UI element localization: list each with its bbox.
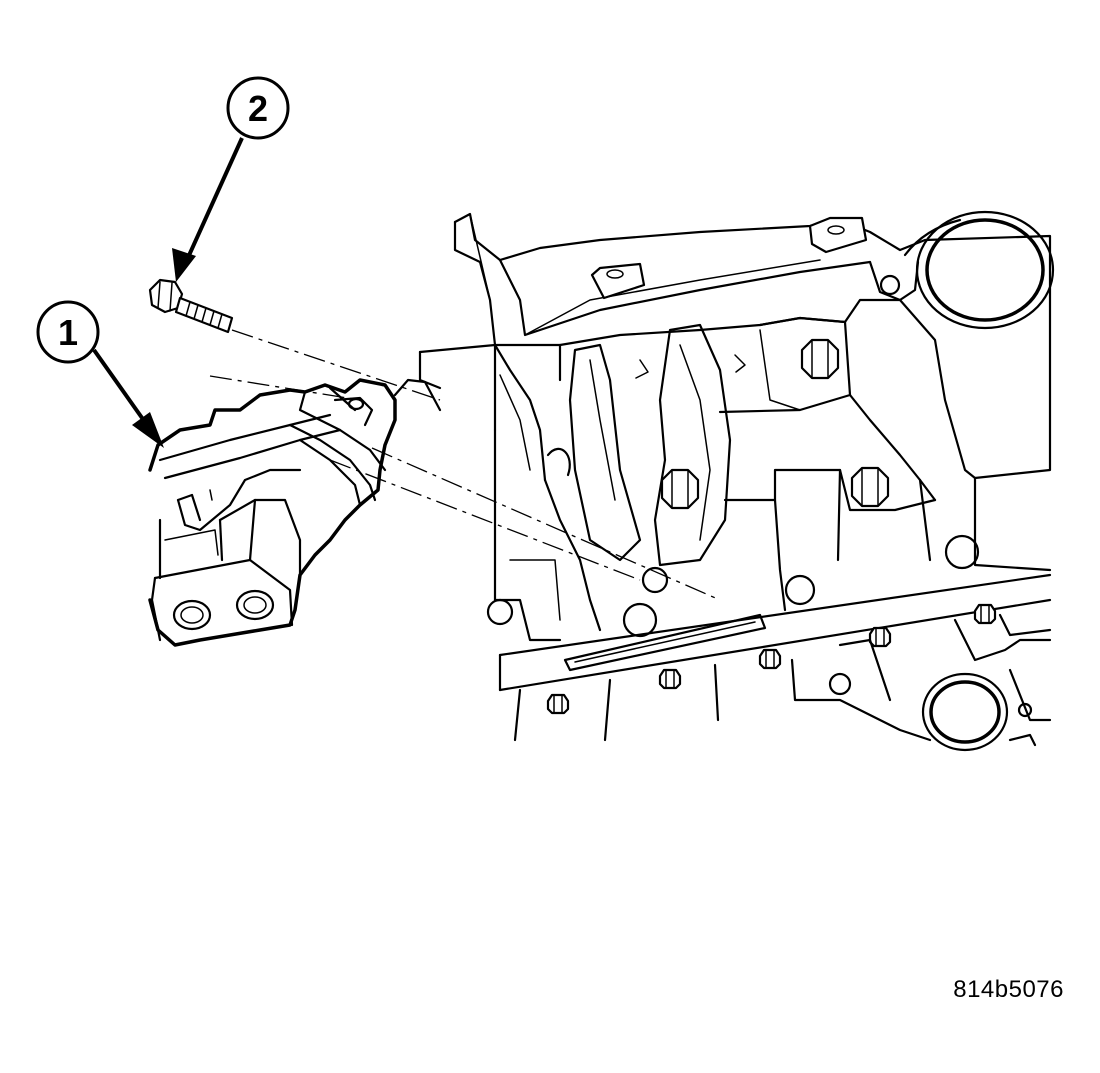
- block-bolt-right: [850, 466, 890, 508]
- block-bolt-upper: [800, 338, 840, 380]
- callout-1-arrowhead: [132, 412, 164, 448]
- callout-2: 2: [172, 76, 290, 282]
- alignment-lines: [209, 329, 721, 601]
- callout-1: 1: [36, 300, 164, 448]
- mount-bolt: [148, 278, 234, 334]
- engine-mount: [148, 378, 442, 647]
- block-bolt-left: [660, 468, 700, 510]
- engine-block: [418, 210, 1055, 752]
- callout-2-leader: [184, 137, 244, 263]
- pan-bolts: [546, 603, 997, 715]
- callout-2-circle: [226, 76, 290, 140]
- callout-1-circle: [36, 300, 100, 364]
- figure-id: 814b5076: [953, 976, 1064, 1003]
- callout-2-arrowhead: [172, 248, 196, 282]
- callout-1-number: 1: [58, 312, 78, 353]
- callout-2-number: 2: [248, 88, 268, 129]
